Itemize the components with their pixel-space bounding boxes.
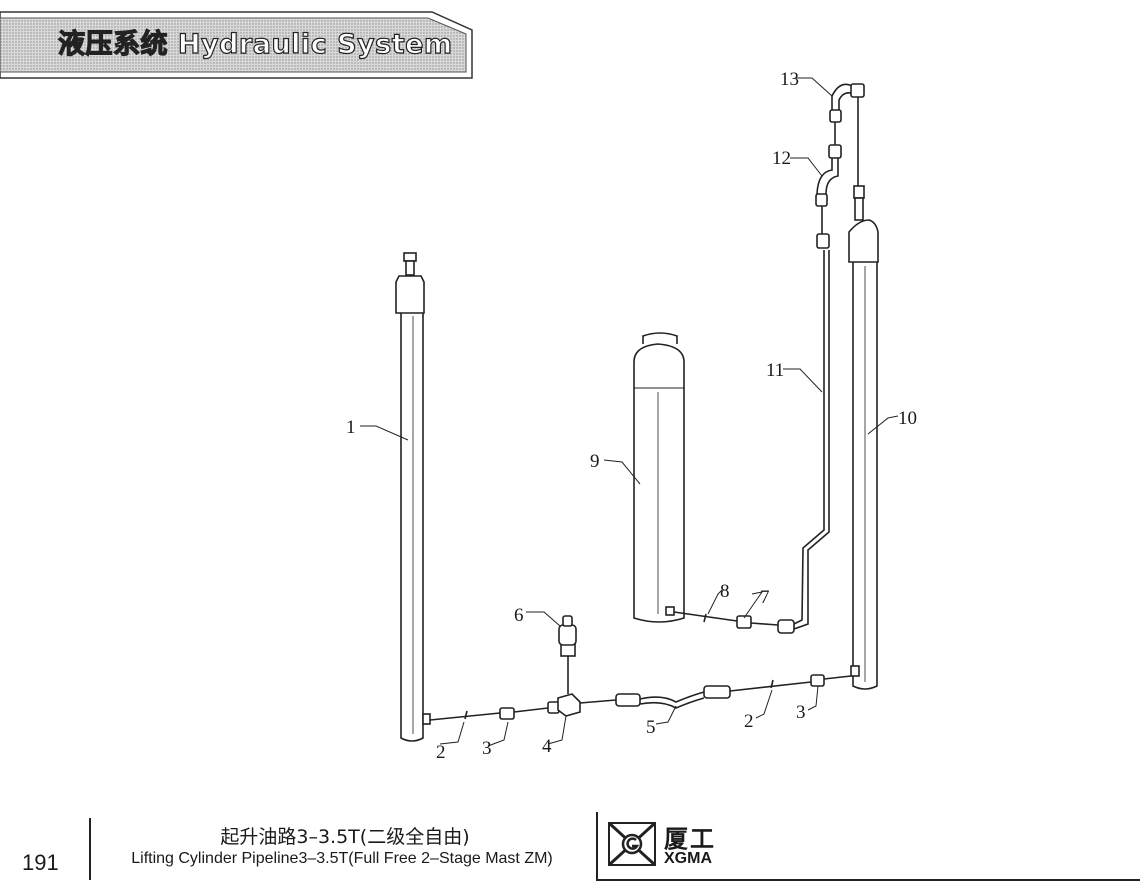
- callout-4: 4: [542, 736, 552, 757]
- lift-cylinder-left: [395, 252, 431, 742]
- callout-13: 13: [780, 69, 799, 90]
- upper-tube: [673, 83, 865, 634]
- footer-divider-mid: [596, 812, 598, 880]
- callout-6: 6: [514, 605, 524, 626]
- callout-9: 9: [590, 451, 600, 472]
- callout-11: 11: [766, 360, 784, 381]
- callout-8: 8: [720, 581, 730, 602]
- free-lift-cylinder: [633, 332, 685, 623]
- callout-3b: 3: [796, 702, 806, 723]
- callout-2: 2: [436, 742, 446, 763]
- callout-3: 3: [482, 738, 492, 759]
- callout-2b: 2: [744, 711, 754, 732]
- footer-divider-left: [89, 818, 91, 880]
- callout-12: 12: [772, 148, 791, 169]
- page-number: 191: [22, 850, 59, 875]
- callout-leaders: [360, 77, 899, 747]
- brand-name-chinese: 厦工: [664, 825, 716, 853]
- main-pipeline: [429, 615, 852, 721]
- brand-logo-icon: [608, 822, 656, 866]
- callout-10: 10: [898, 408, 917, 429]
- caption-english: Lifting Cylinder Pipeline3–3.5T(Full Fre…: [131, 850, 553, 867]
- caption-chinese: 起升油路3–3.5T(二级全自由): [220, 826, 470, 848]
- lift-cylinder-right: [848, 185, 879, 690]
- section-header-tab: [0, 11, 473, 79]
- section-title: 液压系统 Hydraulic System: [57, 28, 453, 60]
- callout-5: 5: [646, 717, 656, 738]
- callout-1: 1: [346, 417, 356, 438]
- callout-7: 7: [760, 587, 770, 608]
- footer-bottom-rule: [596, 879, 1140, 881]
- brand-name-english: XGMA: [664, 850, 712, 867]
